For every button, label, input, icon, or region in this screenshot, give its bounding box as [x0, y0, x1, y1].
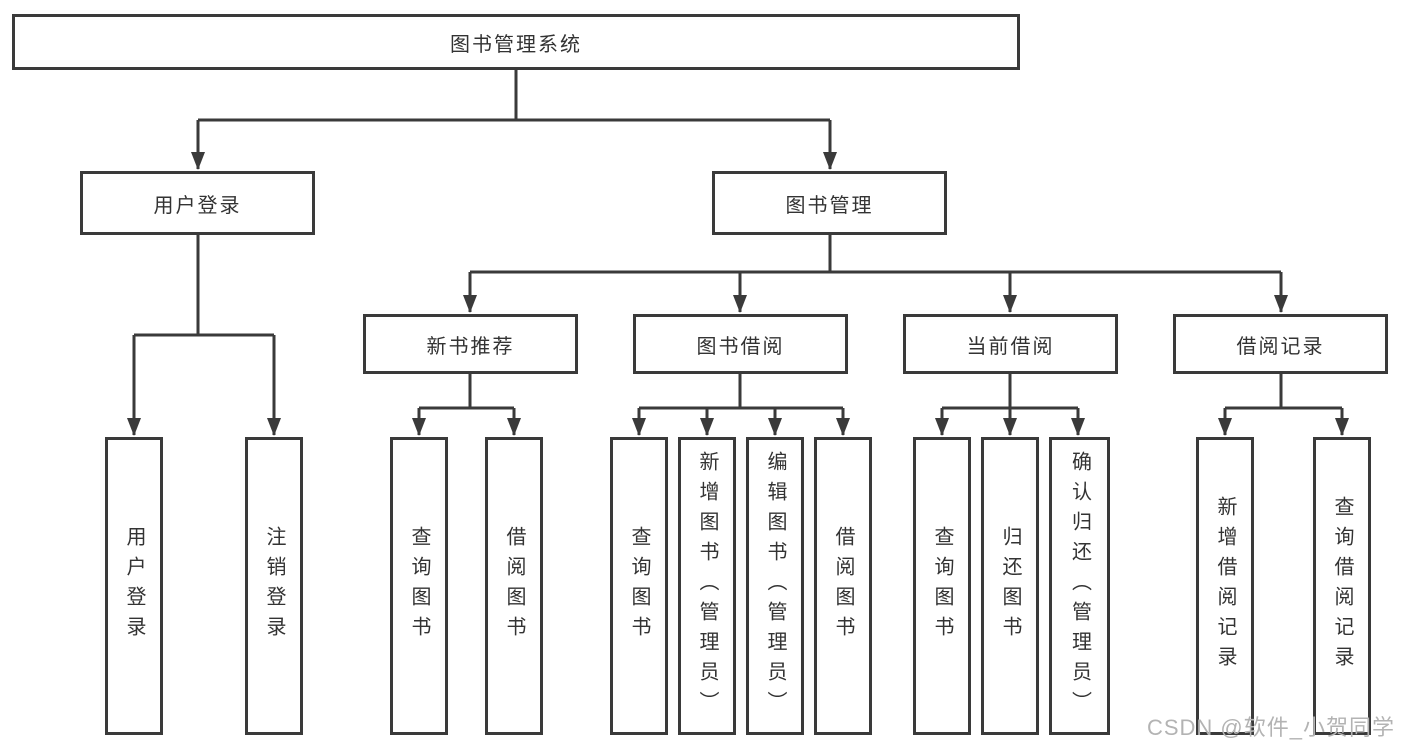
- leaf-label: 查询图书: [408, 526, 430, 646]
- leaf-add-books-admin: 新增图书（管理员）: [678, 437, 736, 735]
- leaf-query-books-current: 查询图书: [913, 437, 971, 735]
- junction-new-book-recommend: [419, 374, 514, 410]
- leaf-logout: 注销登录: [245, 437, 303, 735]
- leaf-query-borrow-record: 查询借阅记录: [1313, 437, 1371, 735]
- leaf-label: 确认归还（管理员）: [1068, 451, 1091, 721]
- leaf-label: 查询借阅记录: [1331, 496, 1353, 676]
- leaf-label: 查询图书: [628, 526, 650, 646]
- leaf-label: 借阅图书: [832, 526, 854, 646]
- node-book-management: 图书管理: [712, 171, 947, 235]
- leaf-query-books-recommend: 查询图书: [390, 437, 448, 735]
- junction-user-login: [134, 235, 274, 337]
- leaf-borrow-books: 借阅图书: [814, 437, 872, 735]
- leaf-add-borrow-record: 新增借阅记录: [1196, 437, 1254, 735]
- leaf-user-login: 用户登录: [105, 437, 163, 735]
- leaf-label: 用户登录: [123, 526, 145, 646]
- csdn-watermark: CSDN @软件_小贺同学: [1146, 715, 1395, 740]
- junction-current-borrow: [942, 374, 1078, 410]
- node-user-login: 用户登录: [80, 171, 315, 235]
- junction-book-borrow: [639, 374, 843, 410]
- junction-root: [198, 70, 830, 122]
- leaf-label: 注销登录: [263, 526, 285, 646]
- node-book-borrow: 图书借阅: [633, 314, 848, 374]
- leaf-confirm-return-admin: 确认归还（管理员）: [1049, 437, 1110, 735]
- leaf-label: 借阅图书: [503, 526, 525, 646]
- node-borrow-records: 借阅记录: [1173, 314, 1388, 374]
- leaf-label: 新增图书（管理员）: [696, 451, 718, 721]
- leaf-borrow-books-recommend: 借阅图书: [485, 437, 543, 735]
- node-root-system: 图书管理系统: [12, 14, 1020, 70]
- node-new-book-recommend: 新书推荐: [363, 314, 578, 374]
- node-current-borrow: 当前借阅: [903, 314, 1118, 374]
- leaf-return-books: 归还图书: [981, 437, 1039, 735]
- leaf-label: 归还图书: [999, 526, 1021, 646]
- junction-borrow-records: [1225, 374, 1342, 410]
- leaf-label: 编辑图书（管理员）: [764, 451, 786, 721]
- leaf-edit-books-admin: 编辑图书（管理员）: [746, 437, 804, 735]
- junction-book-management: [470, 235, 1281, 274]
- leaf-query-books-borrow: 查询图书: [610, 437, 668, 735]
- leaf-label: 新增借阅记录: [1214, 496, 1236, 676]
- leaf-label: 查询图书: [931, 526, 953, 646]
